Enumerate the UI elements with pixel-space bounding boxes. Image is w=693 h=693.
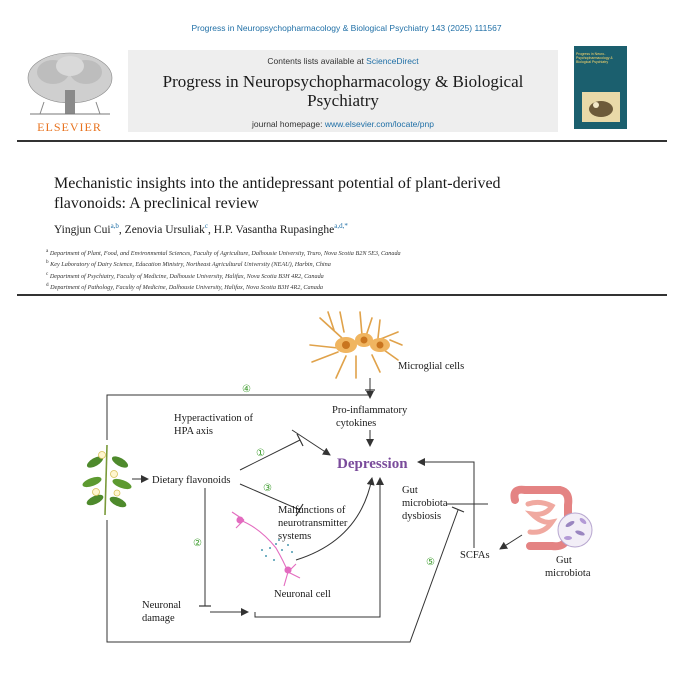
sciencedirect-link[interactable]: ScienceDirect xyxy=(366,56,419,66)
arrow-neurotransmitter-to-depression xyxy=(295,477,375,561)
microglial-cells-illustration xyxy=(309,311,403,379)
affiliations: a Department of Plant, Food, and Environ… xyxy=(46,247,646,292)
arrow-neuron-to-depression xyxy=(254,477,384,618)
malfunctions-label-1: Malfunctions of xyxy=(278,505,346,516)
author-name[interactable]: H.P. Vasantha Rupasinghe xyxy=(213,223,335,236)
contents-line: Contents lists available at ScienceDirec… xyxy=(128,56,558,66)
pathway-5-inhibition-bar xyxy=(451,506,465,513)
author-name[interactable]: Yingjun Cui xyxy=(54,223,111,236)
author-list: Yingjun Cuia,b, Zenovia Ursuliakc, H.P. … xyxy=(54,222,348,236)
pathway-4-inhibition-line xyxy=(106,394,370,440)
gut-dysbiosis-label-3: dysbiosis xyxy=(402,511,441,522)
journal-title: Progress in Neuropsychopharmacology & Bi… xyxy=(128,72,558,110)
microglial-cells-label: Microglial cells xyxy=(398,361,464,372)
author-name[interactable]: Zenovia Ursuliak xyxy=(124,223,205,236)
affiliations-rule xyxy=(17,294,667,296)
gut-dysbiosis-label-1: Gut xyxy=(402,485,418,496)
article-title-line2: flavonoids: A preclinical review xyxy=(54,195,259,212)
gut-microbiota-label-2: microbiota xyxy=(545,568,591,579)
homepage-link[interactable]: www.elsevier.com/locate/pnp xyxy=(324,119,434,129)
malfunctions-label-3: systems xyxy=(278,531,311,542)
journal-title-line2: Psychiatry xyxy=(307,91,379,110)
malfunctions-label-2: neurotransmitter xyxy=(278,518,348,529)
affiliation-item: b Key Laboratory of Dairy Science, Educa… xyxy=(46,259,331,269)
hpa-label-1: Hyperactivation of xyxy=(174,413,254,424)
pathway-number-4: ④ xyxy=(242,384,251,395)
gut-microbiota-label-1: Gut xyxy=(556,555,572,566)
pathway-5-inhibition-line xyxy=(106,509,459,643)
gut-dysbiosis-label-2: microbiota xyxy=(402,498,448,509)
neurotransmitter-dots xyxy=(261,539,293,561)
citation-line: Progress in Neuropsychopharmacology & Bi… xyxy=(191,23,502,33)
pro-inflammatory-label-1: Pro-inflammatory xyxy=(332,405,408,416)
pathway-number-1: ① xyxy=(256,448,265,459)
gut-microbiota-illustration xyxy=(557,512,593,548)
pathway-number-2: ② xyxy=(193,538,202,549)
affiliation-item: c Department of Psychiatry, Faculty of M… xyxy=(46,270,324,280)
intestine-illustration xyxy=(510,485,573,551)
journal-header-band xyxy=(128,50,558,132)
author-affiliation-marks[interactable]: a,b xyxy=(110,222,119,230)
article-title-line1: Mechanistic insights into the antidepres… xyxy=(54,175,501,192)
neuron-illustration xyxy=(231,511,301,587)
dietary-flavonoids-label: Dietary flavonoids xyxy=(152,475,230,486)
author-affiliation-marks[interactable]: c xyxy=(204,222,208,230)
arrow-hpa-to-depression xyxy=(291,429,331,456)
plant-illustration xyxy=(82,444,132,516)
contents-prefix: Contents lists available at xyxy=(267,56,367,66)
article-title: Mechanistic insights into the antidepres… xyxy=(54,174,614,214)
pathway-1-inhibition-line xyxy=(239,439,301,471)
neuronal-damage-label-2: damage xyxy=(142,613,175,624)
elsevier-tree-logo xyxy=(27,52,113,115)
homepage-prefix: journal homepage: xyxy=(252,119,325,129)
arrow-dysbiosis-to-depression xyxy=(417,458,475,502)
hpa-label-2: HPA axis xyxy=(174,426,213,437)
microglial-cell-bodies xyxy=(335,333,390,353)
pathway-number-5: ⑤ xyxy=(426,557,435,568)
affiliation-item: d Department of Pathology, Faculty of Me… xyxy=(46,281,324,291)
neuronal-damage-label-1: Neuronal xyxy=(142,600,181,611)
graphical-abstract: Microglial cells ④ Pro-inflammatory cyto… xyxy=(82,311,593,643)
header-rule xyxy=(17,140,667,142)
affiliation-item: a Department of Plant, Food, and Environ… xyxy=(46,248,401,258)
author-affiliation-marks[interactable]: a,d,* xyxy=(334,222,348,230)
pathway-3-inhibition-bar xyxy=(295,503,304,517)
journal-cover-title: Progress in Neuro-Psychopharmacology & B… xyxy=(576,52,613,65)
pathway-1-inhibition-bar xyxy=(296,433,304,447)
journal-title-line1: Progress in Neuropsychopharmacology & Bi… xyxy=(162,72,524,91)
scfas-label: SCFAs xyxy=(460,550,490,561)
neuronal-cell-label: Neuronal cell xyxy=(274,589,331,600)
journal-homepage: journal homepage: www.elsevier.com/locat… xyxy=(128,119,558,129)
elsevier-wordmark: ELSEVIER xyxy=(37,120,102,134)
pro-inflammatory-label-2: cytokines xyxy=(336,418,376,429)
pathway-3-inhibition-line xyxy=(239,483,301,511)
pathway-number-3: ③ xyxy=(263,483,272,494)
arrow-gut-to-scfas xyxy=(499,534,523,550)
cover-image xyxy=(582,92,620,122)
depression-label: Depression xyxy=(337,456,408,472)
